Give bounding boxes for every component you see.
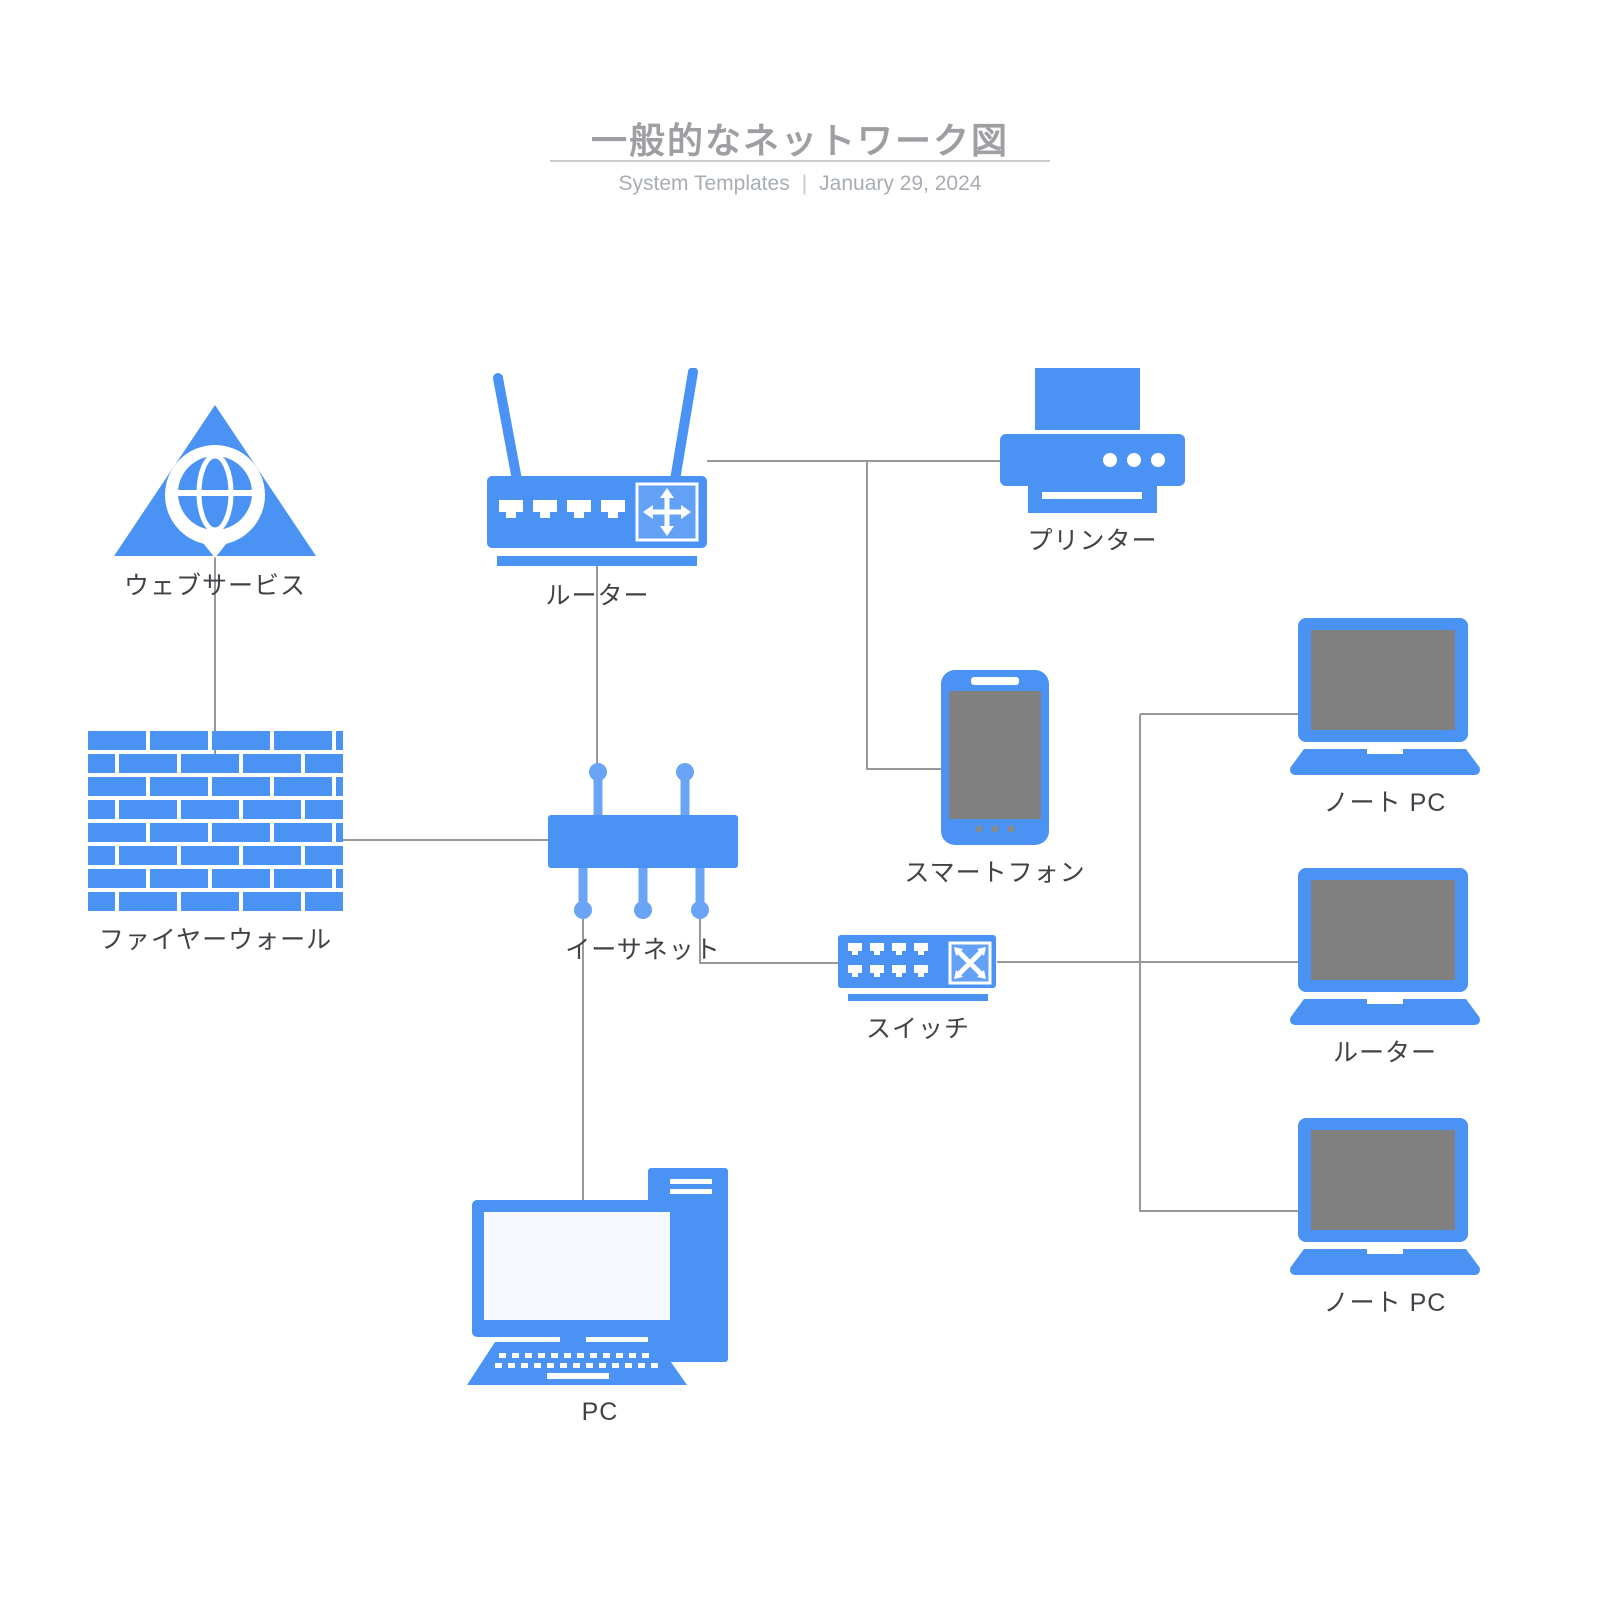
node-label: スイッチ — [865, 1015, 971, 1043]
laptop-icon — [1290, 618, 1480, 775]
subtitle-date: January 29, 2024 — [819, 172, 982, 195]
connector-router-smartphone-v — [866, 460, 868, 770]
node-switch: スイッチ — [838, 935, 998, 1043]
node-label: スマートフォン — [904, 859, 1086, 887]
subtitle-source: System Templates — [618, 172, 790, 195]
node-pc: PC — [465, 1165, 735, 1426]
connector-laptop-trunk — [1139, 714, 1141, 1212]
node-label: イーサネット — [565, 936, 721, 964]
connector-switch-laptop-mid — [997, 961, 1298, 963]
node-laptop-bottom: ノート PC — [1290, 1118, 1480, 1317]
node-smartphone: スマートフォン — [904, 670, 1085, 887]
title-underline — [550, 160, 1050, 162]
node-laptop-mid: ルーター — [1290, 868, 1480, 1067]
node-laptop-top: ノート PC — [1290, 618, 1480, 817]
laptop-icon — [1290, 868, 1480, 1025]
node-firewall: ファイヤーウォール — [88, 731, 343, 954]
node-label: ノート PC — [1323, 1289, 1447, 1317]
node-wireless-router: ルーター — [485, 368, 710, 610]
node-label: プリンター — [1027, 527, 1158, 555]
connector-firewall-ethernet — [343, 839, 550, 841]
node-ethernet-hub: イーサネット — [548, 760, 738, 964]
node-label: PC — [581, 1398, 619, 1426]
connector-trunk-laptop-bottom — [1140, 1210, 1298, 1212]
node-label: ウェブサービス — [123, 572, 307, 600]
node-label: ルーター — [1332, 1039, 1438, 1067]
connector-ethernet-switch-h — [699, 962, 839, 964]
node-label: ファイヤーウォール — [98, 926, 333, 954]
node-printer: プリンター — [1000, 368, 1185, 555]
node-label: ノート PC — [1323, 789, 1447, 817]
printer-icon — [1000, 368, 1185, 513]
diagram-subtitle: System Templates | January 29, 2024 — [0, 172, 1600, 196]
connector-router-smartphone-h — [866, 768, 942, 770]
node-web-service: ウェブサービス — [112, 403, 318, 600]
globe-triangle-icon — [114, 405, 316, 558]
wireless-router-icon — [487, 368, 707, 566]
node-label: ルーター — [545, 582, 650, 610]
connector-router-ethernet — [596, 566, 598, 766]
connector-ethernet-switch-v — [699, 915, 701, 964]
desktop-pc-icon — [467, 1168, 728, 1385]
smartphone-icon — [941, 670, 1049, 845]
brick-wall-icon — [88, 731, 343, 912]
subtitle-separator: | — [801, 172, 808, 195]
connector-ethernet-pc — [582, 915, 584, 1205]
network-switch-icon — [838, 935, 996, 1001]
ethernet-hub-icon — [548, 763, 738, 919]
connector-trunk-laptop-top — [1140, 713, 1298, 715]
laptop-icon — [1290, 1118, 1480, 1275]
connector-router-printer — [707, 460, 1002, 462]
diagram-title: 一般的なネットワーク図 — [590, 120, 1009, 161]
connector-webservice-firewall — [214, 556, 216, 760]
